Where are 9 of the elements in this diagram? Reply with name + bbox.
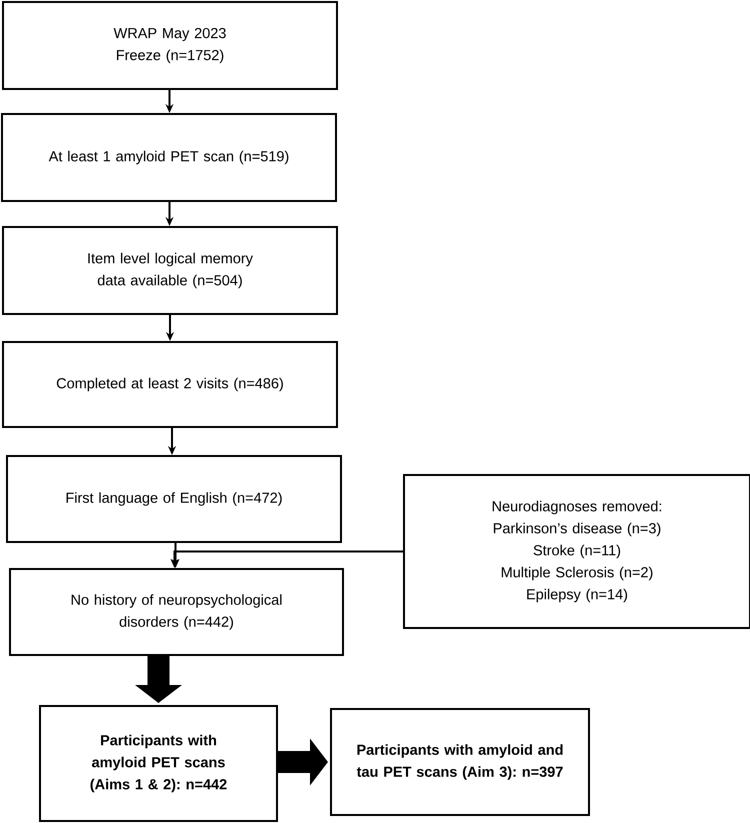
exclusion-box: Neurodiagnoses removed: Parkinson’s disease (n=3) Stroke (n=11) Multiple Sclerosis (n=2) Epilepsy (n=14) [403, 474, 750, 629]
process-box: Completed at least 2 visits (n=486) [2, 341, 338, 428]
process-box: First language of English (n=472) [6, 455, 342, 543]
result-box: Participants with amyloid and tau PET scans (Aim 3): n=397 [330, 708, 590, 816]
process-box: Item level logical memory data available (n=504) [2, 226, 338, 315]
process-box: At least 1 amyloid PET scan (n=519) [1, 113, 337, 202]
result-box: Participants with amyloid PET scans (Aims 1 & 2): n=442 [39, 705, 278, 822]
process-box: No history of neuropsychological disorders (n=442) [9, 568, 344, 656]
process-box: WRAP May 2023 Freeze (n=1752) [2, 1, 338, 90]
